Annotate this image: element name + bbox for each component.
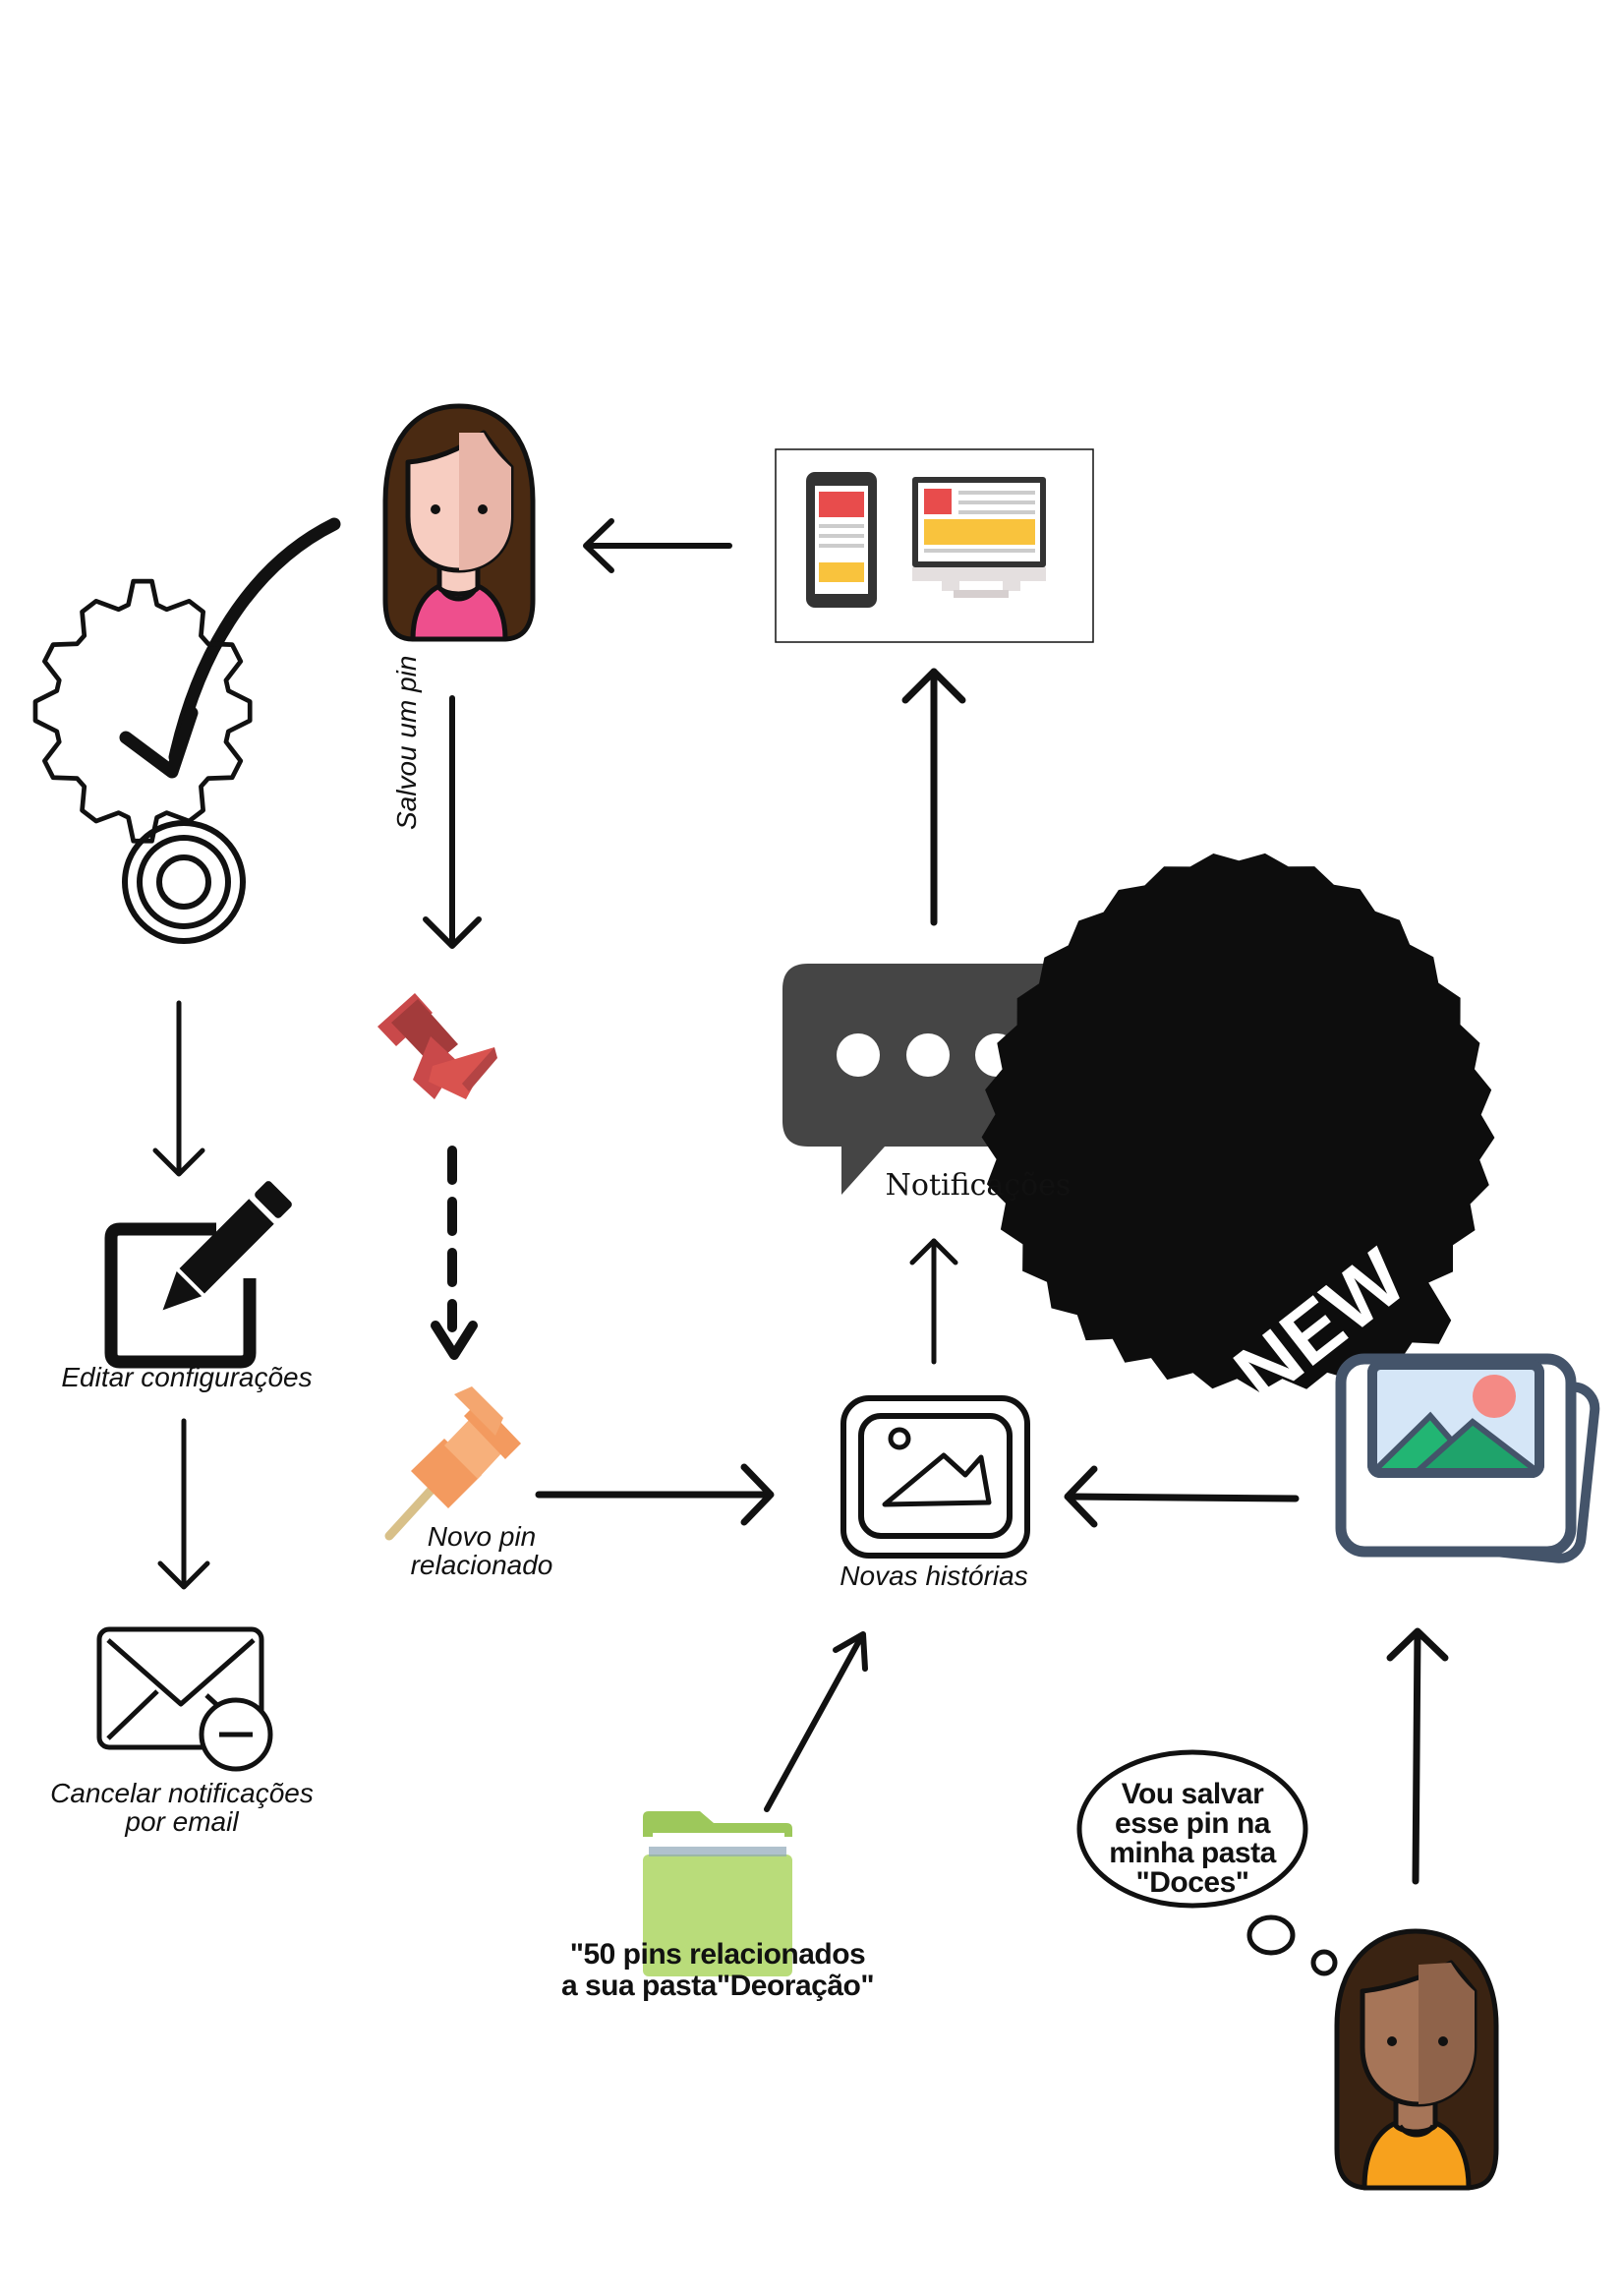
photo-stack-icon [1335, 1353, 1600, 1563]
folder-icon [643, 1811, 792, 1976]
label-cancel-email-line1: Cancelar notificações [50, 1778, 314, 1808]
label-thought: Vou salvar esse pin na minha pasta "Doce… [1094, 1780, 1291, 1898]
label-edit-settings-text: Editar configurações [61, 1362, 313, 1392]
arrow-pin-to-related-pin [431, 1146, 478, 1360]
label-notifications-text: Notificações [885, 1168, 1072, 1203]
envelope-minus-icon [96, 1626, 273, 1772]
devices-icon [775, 448, 1094, 643]
arrow-woman-to-pin [423, 695, 482, 949]
arrow-frame-to-chat [909, 1238, 958, 1365]
label-thought-line4: "Doces" [1135, 1866, 1250, 1899]
arrow-woman-to-gear [119, 517, 341, 779]
arrow-chat-to-devices [901, 668, 966, 926]
arrow-devices-to-woman [583, 518, 732, 573]
label-notifications: Notificações [885, 1170, 1072, 1202]
arrow-gear-to-edit [152, 1000, 205, 1177]
label-new-stories: Novas histórias [826, 1561, 1042, 1590]
arrow-related-pin-to-frame [535, 1463, 775, 1526]
label-related-pin: Novo pin relacionado [393, 1522, 570, 1580]
gear-icon [32, 578, 253, 944]
label-related-pin-line1: Novo pin [427, 1521, 537, 1552]
label-folder-line1: "50 pins relacionados [569, 1938, 866, 1971]
woman-bottom-icon [1334, 1928, 1499, 2191]
label-related-pin-line2: relacionado [410, 1550, 553, 1581]
label-folder-line2: a sua pasta"Deoração" [560, 1969, 875, 2002]
label-new-stories-text: Novas histórias [840, 1560, 1028, 1591]
label-cancel-email: Cancelar notificações por email [39, 1779, 324, 1837]
arrow-folder-to-frame [764, 1631, 868, 1812]
label-thought-line1: Vou salvar [1121, 1778, 1264, 1810]
picture-frame-icon [840, 1395, 1030, 1559]
label-saved-pin-text: Salvou um pin [391, 655, 422, 830]
connector-arrows [119, 517, 1449, 1885]
label-cancel-email-line2: por email [125, 1806, 239, 1838]
arrow-edit-to-envelope [157, 1418, 210, 1590]
new-badge-icon: NEW [981, 853, 1495, 1419]
pushpin-red-icon [377, 993, 497, 1099]
pencil-edit-icon [104, 1181, 292, 1369]
arrow-woman-to-photos [1386, 1627, 1449, 1885]
thought-bubble-icon [1076, 1749, 1338, 1976]
arrow-photos-to-frame [1064, 1465, 1300, 1528]
label-folder: "50 pins relacionados a sua pasta"Deoraç… [550, 1939, 885, 2001]
woman-top-icon [382, 403, 536, 642]
label-thought-line2: esse pin na [1115, 1807, 1270, 1840]
label-thought-line3: minha pasta [1109, 1837, 1276, 1869]
label-edit-settings: Editar configurações [49, 1363, 324, 1391]
pushpin-orange-icon [384, 1386, 521, 1541]
